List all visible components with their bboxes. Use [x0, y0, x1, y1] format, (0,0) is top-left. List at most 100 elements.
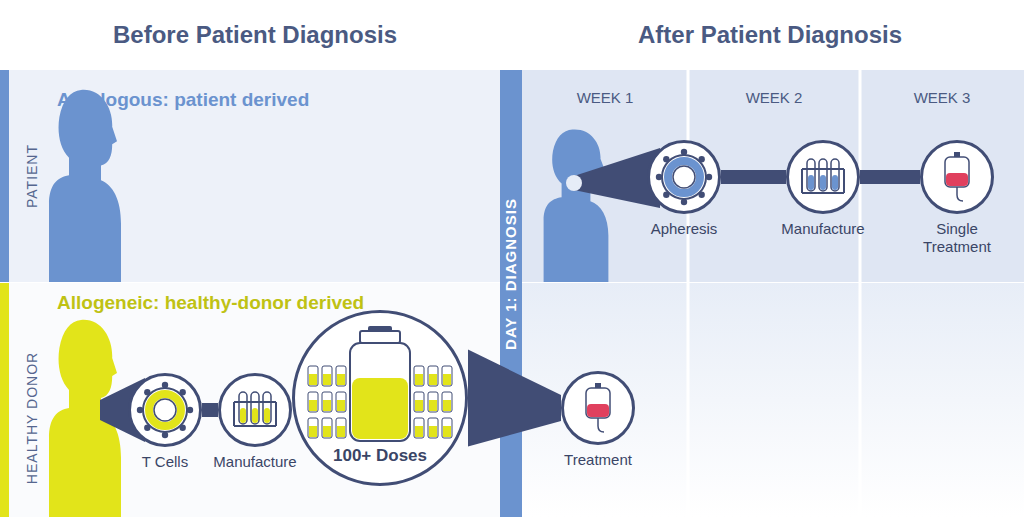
cell-core [154, 399, 176, 421]
dose-vial [442, 418, 452, 438]
vial-liquid [443, 400, 451, 411]
connector-band [202, 403, 218, 417]
week-row [522, 283, 1024, 517]
connector-band [860, 170, 920, 184]
patient-bar [0, 70, 9, 282]
circle-outline [218, 373, 292, 447]
week-row [522, 70, 1024, 282]
rack-bar [802, 192, 844, 194]
week-label: WEEK 2 [746, 89, 803, 106]
milestone-label: DAY 1: DIAGNOSIS [502, 198, 519, 350]
dose-vial [308, 366, 318, 386]
row-label: PATIENT [24, 144, 40, 208]
diagnosis-bar [500, 70, 522, 517]
rack-bar [233, 402, 235, 426]
bag-liquid [946, 173, 968, 186]
test-tube [819, 159, 827, 191]
step-circle: Manufacture [218, 373, 292, 447]
dose-vial [336, 392, 346, 412]
tube-liquid [252, 408, 258, 423]
donor-panel [0, 283, 500, 517]
patient-panel [0, 70, 500, 282]
dose-vial [308, 392, 318, 412]
circle-shape [649, 142, 720, 213]
vial-liquid [337, 426, 345, 437]
test-tube [263, 392, 271, 424]
dose-count: 100+ Doses [333, 446, 427, 466]
dose-vial [336, 366, 346, 386]
circle-shape [130, 375, 201, 446]
connector-band [721, 170, 786, 184]
circle-shape [563, 373, 634, 444]
dose-vial [336, 418, 346, 438]
test-tube [239, 392, 247, 424]
vial-liquid [429, 374, 437, 385]
dose-vial [414, 366, 424, 386]
rack-bar [801, 169, 803, 193]
iv-bag [945, 157, 969, 187]
cell-body [149, 394, 181, 426]
step-label: Single Treatment [907, 220, 1007, 256]
dose-vial [322, 392, 332, 412]
tube-liquid [264, 408, 270, 423]
vial-liquid [309, 400, 317, 411]
patient-figure [49, 90, 121, 282]
cell-membrane [143, 388, 187, 432]
vial-liquid [443, 374, 451, 385]
dose-vial [322, 418, 332, 438]
vial-liquid [443, 426, 451, 437]
cell-core [673, 166, 695, 188]
section-heading: Before Patient Diagnosis [113, 21, 397, 49]
vial-liquid [323, 426, 331, 437]
section-heading: After Patient Diagnosis [638, 21, 902, 49]
rack-bar [275, 402, 277, 426]
dose-vial [428, 418, 438, 438]
step-label: Manufacture [205, 453, 305, 471]
patient-figure [544, 129, 609, 282]
test-tube [807, 159, 815, 191]
rack-bar [802, 168, 844, 170]
cell-body [668, 161, 700, 193]
rack-bar [234, 401, 276, 403]
rack-bar [843, 169, 845, 193]
dose-vial [428, 392, 438, 412]
vial-liquid [337, 374, 345, 385]
step-circle: Apheresis [647, 140, 721, 214]
dose-vial [322, 366, 332, 386]
step-icon [234, 392, 276, 426]
row-heading: Autologous: patient derived [57, 89, 309, 111]
circle-outline [561, 371, 635, 445]
step-icon [308, 326, 452, 441]
donor-bar [0, 283, 9, 517]
circle-outline [920, 140, 994, 214]
iv-line [957, 187, 963, 201]
row-label: HEALTHY DONOR [24, 352, 40, 484]
circle-shape [788, 142, 859, 213]
week-label: WEEK 3 [914, 89, 971, 106]
jar-liquid [352, 378, 408, 439]
dose-vial [428, 366, 438, 386]
connector-bar [721, 170, 786, 184]
vial-liquid [337, 400, 345, 411]
extraction-site [566, 175, 582, 191]
vial-liquid [415, 374, 423, 385]
connector-band [468, 350, 561, 447]
circle-outline [128, 373, 202, 447]
connector-bar [860, 170, 920, 184]
week-divider [859, 70, 862, 517]
step-icon [137, 382, 193, 438]
step-circle: Manufacture [786, 140, 860, 214]
jar-body [350, 343, 410, 441]
step-icon [802, 159, 844, 193]
rack-bar [234, 425, 276, 427]
jar-lid [360, 331, 400, 343]
dose-vial [308, 418, 318, 438]
test-tube [831, 159, 839, 191]
tube-liquid [832, 175, 838, 190]
tube-liquid [240, 408, 246, 423]
circle-outline [647, 140, 721, 214]
vial-liquid [323, 400, 331, 411]
test-tube [251, 392, 259, 424]
step-icon [586, 383, 610, 432]
vial-liquid [429, 426, 437, 437]
